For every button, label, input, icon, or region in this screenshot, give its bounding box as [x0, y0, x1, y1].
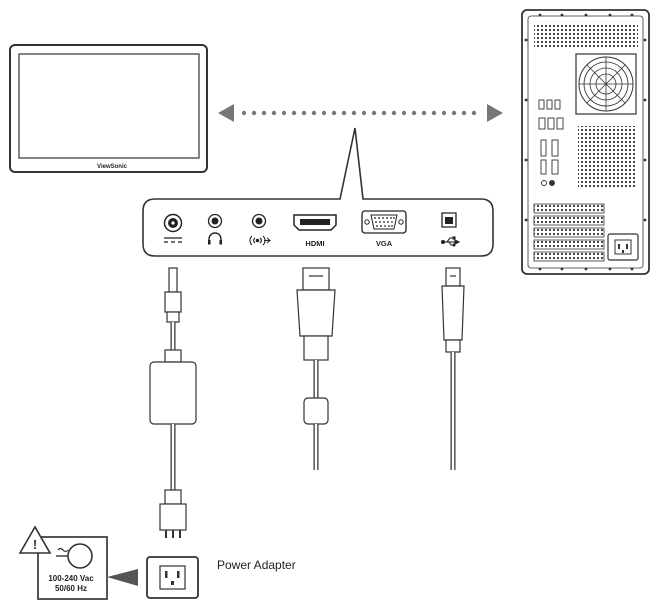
audio-in-icon — [249, 235, 271, 246]
port-panel: HDMI VGA — [142, 127, 494, 257]
warning-triangle-icon — [18, 525, 52, 554]
usb-icon — [440, 236, 461, 247]
power-adapter-label: Power Adapter — [217, 558, 296, 572]
monitor-brand-label: ViewSonic — [97, 164, 128, 170]
hdmi-port: HDMI — [293, 214, 337, 248]
dc-power-symbol — [164, 237, 182, 243]
hdmi-cable — [296, 267, 336, 470]
usb-port — [440, 212, 461, 247]
voltage-label: 100-240 Vac — [48, 574, 94, 583]
adapter-socket — [146, 556, 199, 599]
io-ports — [538, 99, 564, 186]
headphone-port — [207, 213, 223, 245]
svg-text:!: ! — [33, 537, 37, 552]
fan — [575, 53, 637, 115]
monitor: ViewSonic — [9, 44, 208, 173]
power-inlet — [607, 233, 639, 261]
usb-cable — [441, 267, 465, 470]
voltage-warning: ! 100-240 Vac 50/60 Hz — [18, 525, 138, 600]
connection-arrow — [218, 104, 503, 122]
expansion-slots — [533, 203, 605, 262]
ac-input-icon — [56, 543, 93, 569]
hdmi-label: HDMI — [305, 239, 324, 248]
audio-in-port — [249, 213, 271, 246]
top-vent — [534, 24, 638, 48]
side-vent — [578, 126, 636, 188]
pointer-arrow — [107, 569, 138, 586]
headphone-icon — [208, 232, 222, 245]
vga-label: VGA — [376, 239, 393, 248]
power-cable — [149, 267, 197, 538]
frequency-label: 50/60 Hz — [55, 584, 87, 593]
power-adapter-brick — [149, 361, 197, 425]
pc-tower — [521, 9, 650, 275]
dc-power-port — [163, 213, 183, 243]
vga-port: VGA — [361, 210, 407, 248]
